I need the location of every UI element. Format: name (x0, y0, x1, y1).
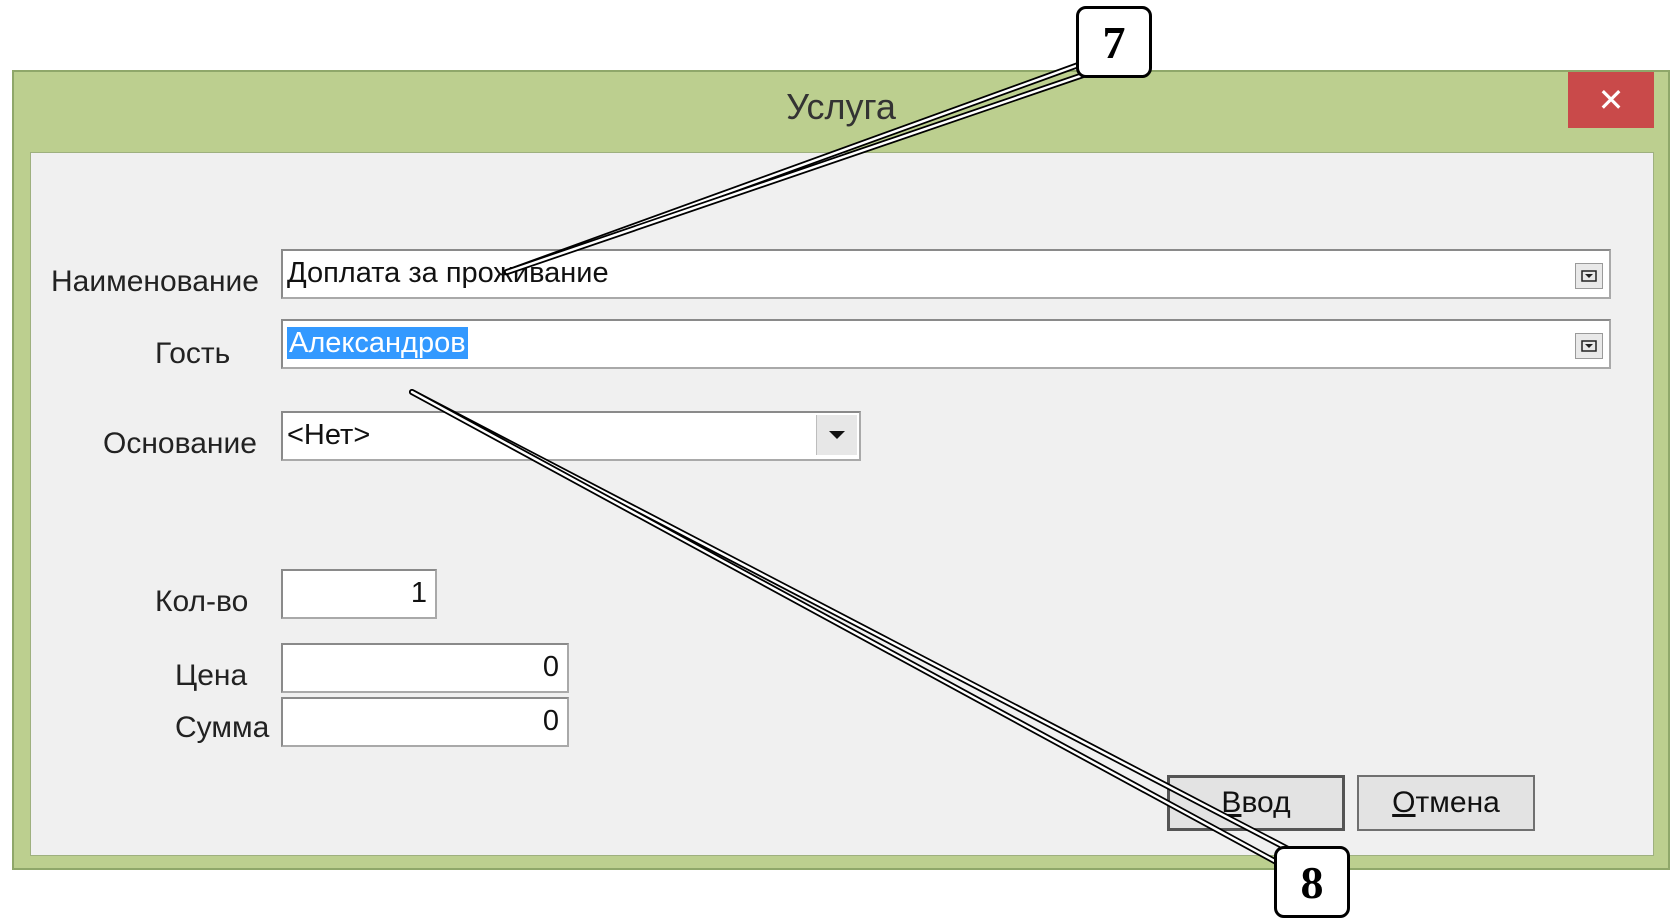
name-lookup-button[interactable] (1575, 263, 1603, 289)
qty-value: 1 (410, 577, 427, 609)
guest-value: Александров (287, 327, 468, 359)
cancel-button-accel: О (1392, 786, 1416, 819)
cancel-button-label: тмена (1415, 786, 1500, 819)
callout-7: 7 (1076, 6, 1152, 78)
close-button[interactable]: ✕ (1568, 72, 1654, 128)
chevron-down-icon (829, 431, 845, 439)
name-value: Доплата за проживание (287, 257, 609, 289)
lookup-icon (1581, 340, 1597, 352)
price-field[interactable]: 0 (281, 643, 569, 693)
sum-label: Сумма (175, 711, 270, 744)
price-value: 0 (542, 651, 559, 683)
name-field[interactable]: Доплата за проживание (281, 249, 1611, 299)
name-label: Наименование (51, 265, 259, 298)
leader-line-8b-inner (410, 390, 1282, 866)
guest-label: Гость (155, 337, 231, 370)
sum-value: 0 (542, 705, 559, 737)
basis-value: <Нет> (287, 419, 371, 451)
price-label: Цена (175, 659, 248, 692)
guest-field[interactable]: Александров (281, 319, 1611, 369)
window-title: Услуга (786, 86, 896, 127)
service-dialog: Услуга ✕ Наименование Доплата за прожива… (12, 70, 1670, 870)
qty-label: Кол-во (155, 585, 249, 618)
basis-label: Основание (103, 427, 257, 460)
basis-dropdown-button[interactable] (816, 415, 857, 455)
lookup-icon (1581, 270, 1597, 282)
sum-field[interactable]: 0 (281, 697, 569, 747)
leader-line-7b-inner (505, 70, 1094, 274)
ok-button-accel: В (1221, 786, 1242, 819)
basis-combobox[interactable]: <Нет> (281, 411, 861, 461)
close-icon: ✕ (1597, 82, 1625, 118)
guest-lookup-button[interactable] (1575, 333, 1603, 359)
qty-field[interactable]: 1 (281, 569, 437, 619)
ok-button-label: вод (1241, 786, 1291, 819)
callout-8: 8 (1274, 846, 1350, 918)
dialog-client-area: Наименование Доплата за проживание Гость… (30, 152, 1654, 856)
